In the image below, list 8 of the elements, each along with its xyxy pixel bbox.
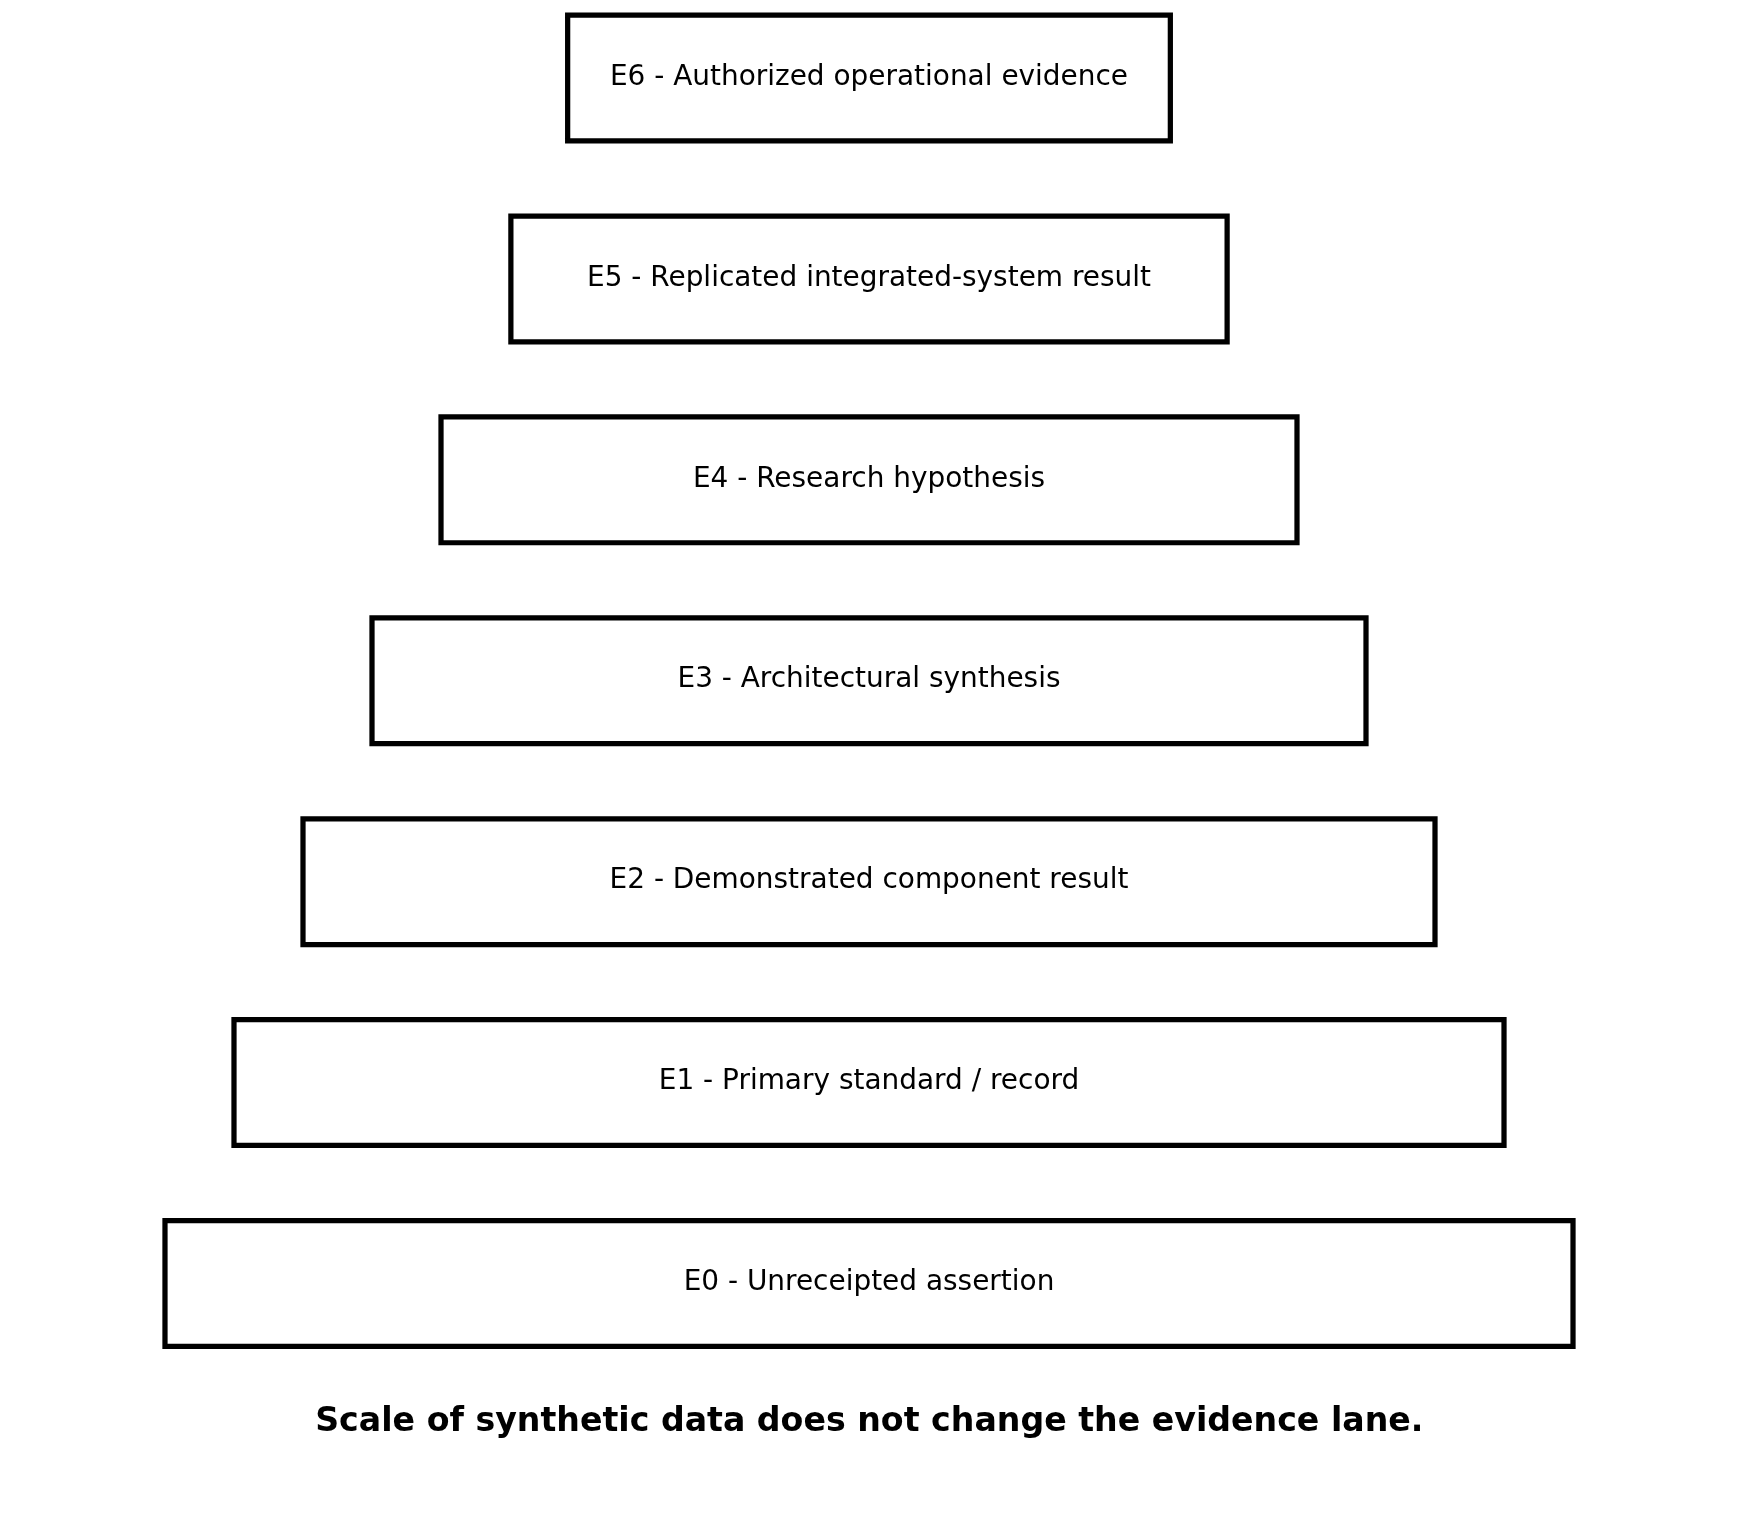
node-box: E6 - Authorized operational evidence — [564, 12, 1173, 144]
node-box: E1 - Primary standard / record — [230, 1017, 1507, 1149]
node-box: E3 - Architectural synthesis — [368, 615, 1369, 747]
node-box: E0 - Unreceipted assertion — [161, 1217, 1576, 1349]
caption: Scale of synthetic data does not change the evidence lane. — [314, 1400, 1423, 1440]
node-box: E4 - Research hypothesis — [437, 414, 1300, 546]
node-box: E5 - Replicated integrated-system result — [507, 213, 1230, 345]
node-box: E2 - Demonstrated component result — [299, 816, 1438, 948]
